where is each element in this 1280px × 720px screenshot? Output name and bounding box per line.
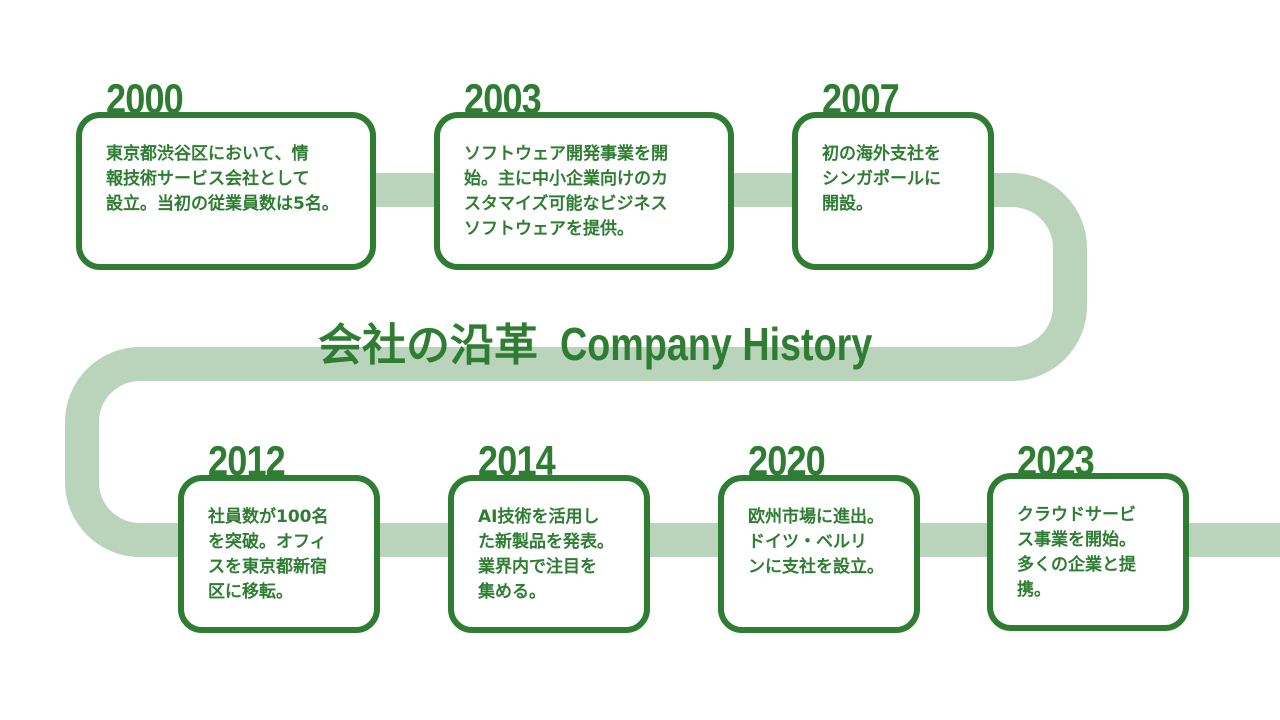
milestone-card-2014: AI技術を活用し た新製品を発表。 業界内で注目を 集める。	[448, 475, 650, 633]
page-title-en: Company History	[560, 318, 873, 370]
milestone-card-2007: 初の海外支社を シンガポールに 開設。	[792, 112, 994, 270]
milestone-text-2020: 欧州市場に進出。 ドイツ・ベルリ ンに支社を設立。	[748, 507, 884, 577]
timeline-path	[65, 173, 1280, 557]
milestone-text-2000: 東京都渋谷区において、情 報技術サービス会社として 設立。当初の従業員数は5名。	[106, 144, 339, 214]
milestone-text-2012: 社員数が100名 を突破。オフィ スを東京都新宿 区に移転。	[208, 507, 329, 602]
milestone-card-2003: ソフトウェア開発事業を開 始。主に中小企業向けのカ スタマイズ可能なビジネス ソ…	[434, 112, 734, 270]
milestone-card-2012: 社員数が100名 を突破。オフィ スを東京都新宿 区に移転。	[178, 475, 380, 633]
milestone-card-2023: クラウドサービ ス事業を開始。 多くの企業と提 携。	[987, 473, 1189, 631]
milestone-card-2020: 欧州市場に進出。 ドイツ・ベルリ ンに支社を設立。	[718, 475, 920, 633]
page-title: 会社の沿革 Company History	[318, 318, 941, 372]
milestone-text-2003: ソフトウェア開発事業を開 始。主に中小企業向けのカ スタマイズ可能なビジネス ソ…	[464, 144, 668, 239]
milestone-year-2012: 2012	[208, 437, 286, 484]
milestone-text-2007: 初の海外支社を シンガポールに 開設。	[822, 144, 941, 214]
milestone-year-2014: 2014	[478, 437, 556, 484]
milestone-year-2020: 2020	[748, 437, 826, 484]
milestone-card-2000: 東京都渋谷区において、情 報技術サービス会社として 設立。当初の従業員数は5名。	[76, 112, 376, 270]
milestone-text-2023: クラウドサービ ス事業を開始。 多くの企業と提 携。	[1017, 505, 1136, 600]
milestone-text-2014: AI技術を活用し た新製品を発表。 業界内で注目を 集める。	[478, 507, 614, 602]
page-title-jp: 会社の沿革	[318, 320, 538, 371]
